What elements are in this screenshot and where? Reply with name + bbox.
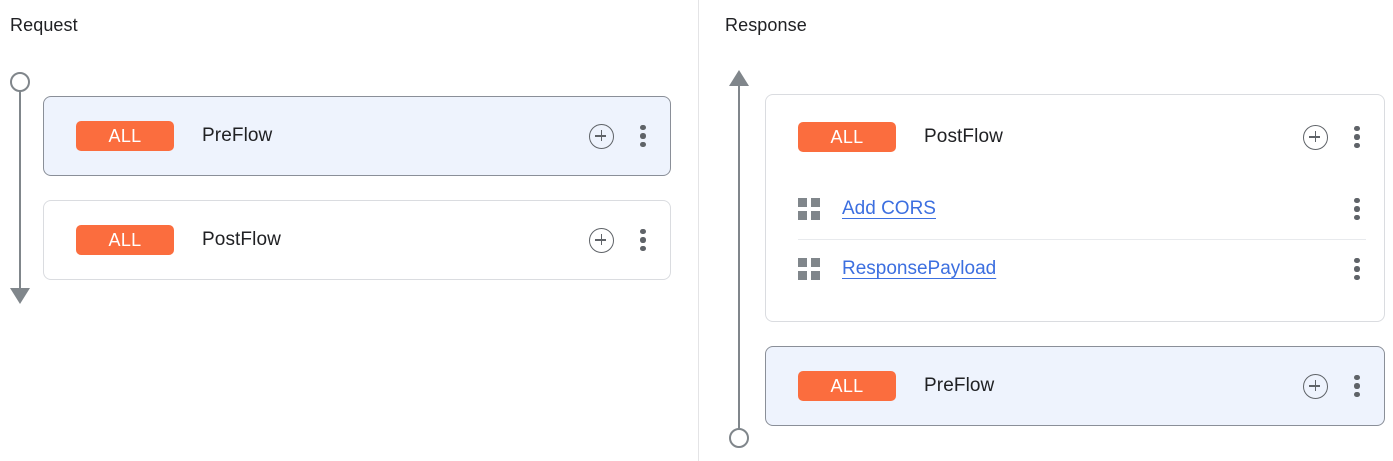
flow-name-label: PreFlow [924,375,995,396]
flow-name-label: PostFlow [202,229,281,250]
connector-line [738,84,740,432]
connector-line [19,90,21,290]
request-panel: Request ALL PreFlow ALL [10,15,671,304]
flow-card-response-postflow[interactable]: ALL PostFlow Add CORS [765,94,1385,322]
policy-link[interactable]: Add CORS [842,198,936,219]
connector-arrow-down-icon [10,288,30,304]
flow-card-header[interactable]: ALL PreFlow [766,347,1384,425]
more-vertical-icon[interactable] [1348,374,1366,398]
policy-link[interactable]: ResponsePayload [842,258,997,279]
flow-card-actions [1303,124,1366,150]
more-vertical-icon[interactable] [1348,257,1366,281]
more-vertical-icon[interactable] [1348,125,1366,149]
flow-card-actions [1303,373,1366,399]
flow-card-header[interactable]: ALL PostFlow [44,201,670,279]
flow-card-actions [589,227,652,253]
flow-card-response-preflow[interactable]: ALL PreFlow [765,346,1385,426]
connector-end-circle-icon [729,428,749,448]
request-flow-connector [10,72,30,304]
more-vertical-icon[interactable] [634,228,652,252]
flow-card-header[interactable]: ALL PreFlow [44,97,670,175]
policy-row[interactable]: Add CORS [798,179,1366,239]
flow-card-request-postflow[interactable]: ALL PostFlow [43,200,671,280]
more-vertical-icon[interactable] [634,124,652,148]
method-badge: ALL [798,371,896,401]
connector-arrow-up-icon [729,70,749,86]
drag-grid-icon[interactable] [798,198,820,220]
plus-circle-icon[interactable] [1303,124,1328,150]
flow-name-label: PostFlow [924,126,1003,147]
connector-start-circle-icon [10,72,30,92]
policy-row[interactable]: ResponsePayload [798,239,1366,299]
policy-list: Add CORS ResponsePayload [766,179,1384,309]
plus-circle-icon[interactable] [1303,373,1328,399]
method-badge: ALL [798,122,896,152]
more-vertical-icon[interactable] [1348,197,1366,221]
response-panel-title: Response [725,15,807,35]
plus-circle-icon[interactable] [589,123,614,149]
flow-card-header[interactable]: ALL PostFlow [766,95,1384,179]
flow-name-label: PreFlow [202,125,273,146]
request-panel-title: Request [10,15,78,35]
drag-grid-icon[interactable] [798,258,820,280]
method-badge: ALL [76,121,174,151]
flow-card-request-preflow[interactable]: ALL PreFlow [43,96,671,176]
policy-actions [1348,197,1366,221]
plus-circle-icon[interactable] [589,227,614,253]
method-badge: ALL [76,225,174,255]
flow-card-actions [589,123,652,149]
panel-divider [698,0,699,461]
response-flow-connector [729,70,749,448]
policy-actions [1348,257,1366,281]
response-panel: Response [699,0,1393,461]
